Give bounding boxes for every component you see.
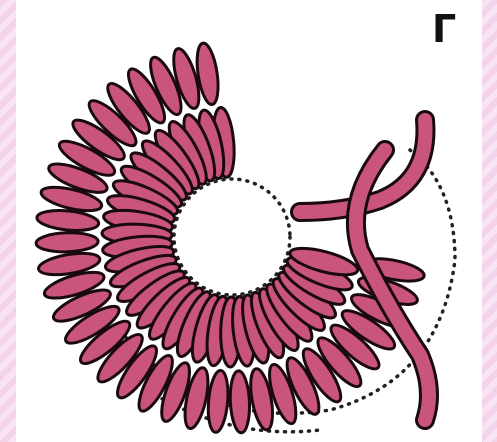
petal-loop [36, 232, 99, 253]
flower-petals [36, 42, 426, 433]
petal-loop [229, 370, 251, 433]
inner-guide-circle [174, 179, 290, 295]
petal-loop [206, 370, 230, 433]
